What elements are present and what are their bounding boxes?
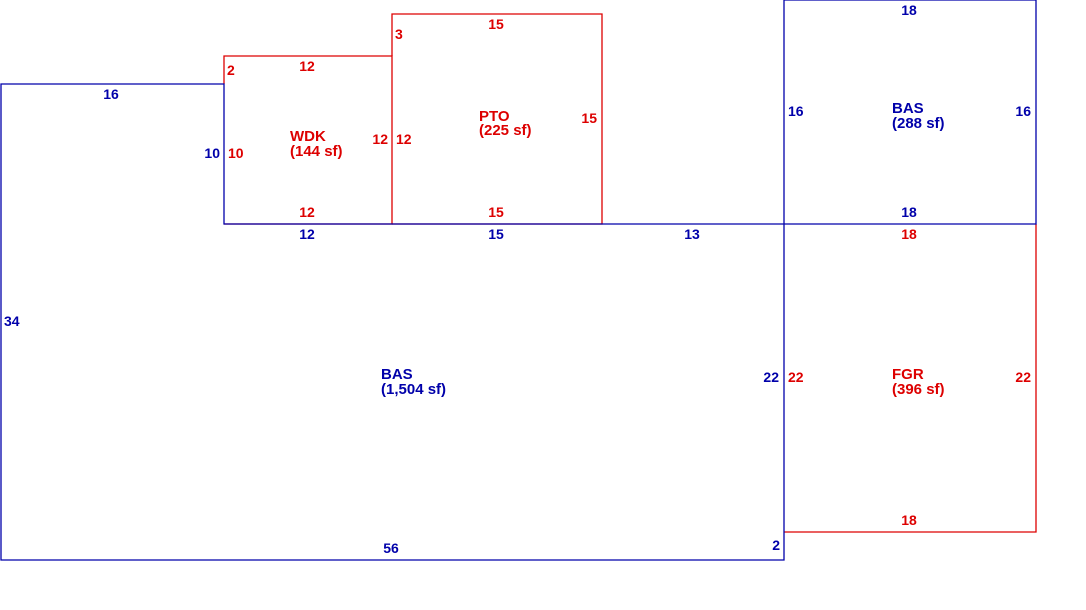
dim-wdk-left: 10 <box>228 145 244 161</box>
bas-main-area: (1,504 sf) <box>381 381 446 398</box>
bas-upper-code: BAS <box>892 100 924 117</box>
bas-outlines <box>0 0 1037 561</box>
dim-bas-main-mid-run: 13 <box>684 226 700 242</box>
dim-bas-main-right-small: 2 <box>772 537 780 553</box>
dim-pto-right: 15 <box>581 110 597 126</box>
dim-bas-main-left: 34 <box>4 313 20 329</box>
dim-wdk-left-small: 2 <box>227 62 235 78</box>
dim-bas-upper-left: 16 <box>788 103 804 119</box>
addition-outlines <box>223 13 1037 533</box>
dim-bas-upper-top: 18 <box>901 2 917 18</box>
area-labels: BAS (1,504 sf) WDK (144 sf) PTO (225 sf)… <box>290 100 945 398</box>
dim-bas-main-right: 22 <box>763 369 779 385</box>
dim-fgr-left: 22 <box>788 369 804 385</box>
dim-pto-left-small: 3 <box>395 26 403 42</box>
dim-fgr-right: 22 <box>1015 369 1031 385</box>
fgr-code: FGR <box>892 366 924 383</box>
pto-code: PTO <box>479 108 510 125</box>
dim-bas-upper-right: 16 <box>1015 103 1031 119</box>
dim-fgr-bottom: 18 <box>901 512 917 528</box>
dim-wdk-bottom: 12 <box>299 204 315 220</box>
dim-bas-main-wdk-notch: 10 <box>204 145 220 161</box>
dim-bas-main-under-wdk: 12 <box>299 226 315 242</box>
bas-upper-area: (288 sf) <box>892 115 945 132</box>
dim-pto-top: 15 <box>488 16 504 32</box>
fgr-outline <box>784 224 1037 533</box>
dim-bas-main-top: 16 <box>103 86 119 102</box>
bas-upper-outline <box>783 0 1037 225</box>
dim-bas-upper-bottom: 18 <box>901 204 917 220</box>
dim-pto-left: 12 <box>396 131 412 147</box>
bas-main-code: BAS <box>381 366 413 383</box>
pto-area: (225 sf) <box>479 122 532 139</box>
dim-bas-main-bottom: 56 <box>383 540 399 556</box>
wdk-code: WDK <box>290 128 326 145</box>
dim-pto-bottom: 15 <box>488 204 504 220</box>
wdk-area: (144 sf) <box>290 143 343 160</box>
dim-wdk-right: 12 <box>372 131 388 147</box>
bas-dimension-labels: 16 34 56 2 22 10 12 15 13 18 16 16 18 <box>4 2 1031 556</box>
addition-dimension-labels: 12 10 2 12 12 15 3 12 15 15 18 22 22 18 <box>227 16 1031 528</box>
fgr-area: (396 sf) <box>892 381 945 398</box>
dim-wdk-top: 12 <box>299 58 315 74</box>
dim-bas-main-under-pto: 15 <box>488 226 504 242</box>
dim-fgr-top: 18 <box>901 226 917 242</box>
